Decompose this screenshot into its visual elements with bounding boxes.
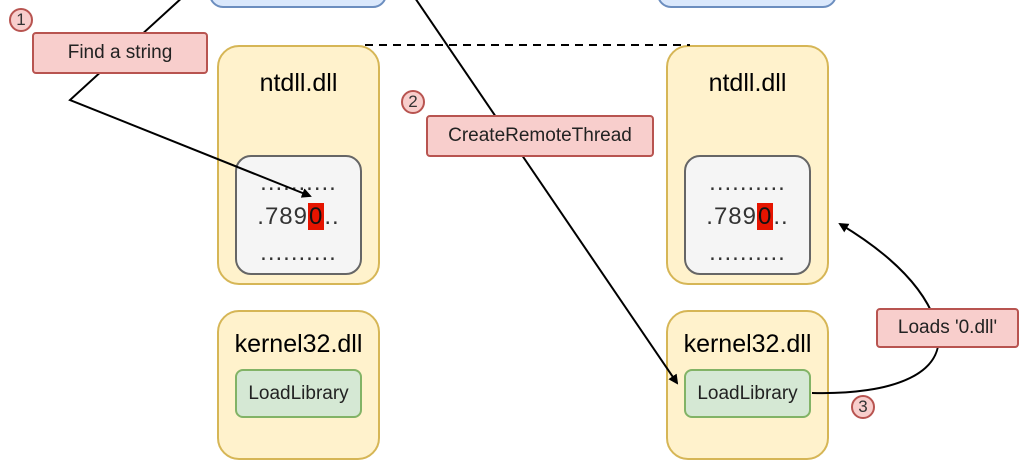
left-ntdll-title: ntdll.dll [259, 69, 338, 97]
left-kernel32-title: kernel32.dll [234, 330, 363, 358]
right-loadlibrary-box: LoadLibrary [684, 369, 811, 418]
right-memory-suffix: .. [773, 203, 789, 230]
step-3-label: Loads '0.dll' [876, 308, 1019, 348]
step-2-label: CreateRemoteThread [426, 115, 654, 157]
right-memory-block: .......... .7890.. .......... [684, 155, 811, 275]
right-memory-prefix: .789 [706, 203, 757, 230]
left-memory-line-3: .......... [260, 239, 337, 266]
step-3-badge: 3 [851, 395, 875, 419]
right-memory-highlight: 0 [757, 203, 774, 230]
step-1-badge: 1 [9, 8, 33, 32]
left-memory-line-2: .7890.. [237, 203, 360, 230]
left-memory-suffix: .. [324, 203, 340, 230]
step-2-badge: 2 [401, 90, 425, 114]
create-remote-thread-arrow [415, 0, 679, 385]
right-kernel32-title: kernel32.dll [683, 330, 812, 358]
left-memory-prefix: .789 [257, 203, 308, 230]
left-memory-highlight: 0 [308, 203, 325, 230]
right-ntdll-title: ntdll.dll [708, 69, 787, 97]
step-1-label: Find a string [32, 32, 208, 74]
right-memory-line-3: .......... [709, 239, 786, 266]
left-loadlibrary-box: LoadLibrary [235, 369, 362, 418]
right-memory-line-1: .......... [709, 169, 786, 196]
find-string-arrow [68, 0, 312, 198]
right-memory-line-2: .7890.. [686, 203, 809, 230]
